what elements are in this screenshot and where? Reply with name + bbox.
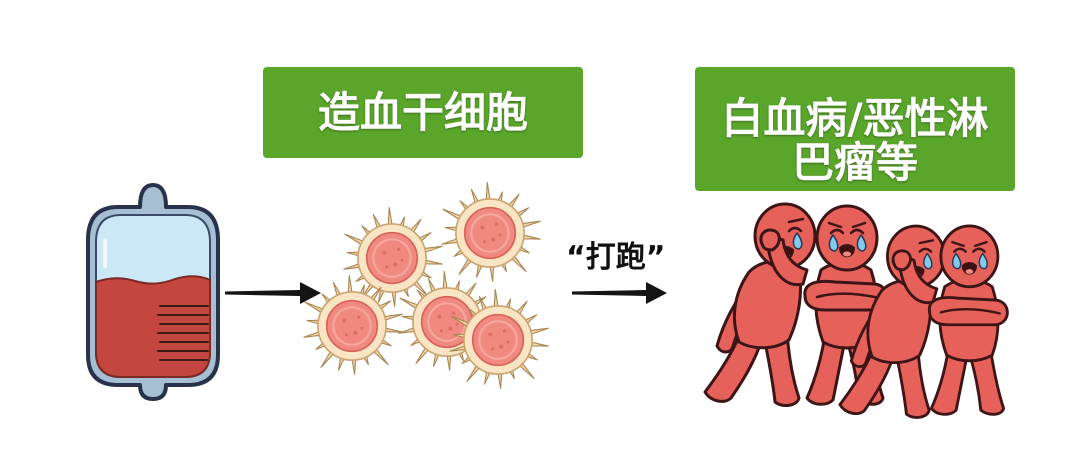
crying-figures-group: [703, 202, 1009, 419]
crying-figure-icon: [703, 202, 817, 407]
stem-cell-icon: [342, 206, 444, 308]
arrow-right-icon: [572, 282, 667, 304]
stem-cell-label-box: 造血干细胞: [263, 67, 583, 158]
stem-cell-icon: [440, 181, 542, 283]
arrow-right-icon: [225, 282, 321, 304]
stem-cell-cluster: [302, 181, 550, 390]
disease-label-box: 白血病/恶性淋 巴瘤等: [695, 67, 1015, 191]
stem-cell-label: 造血干细胞: [317, 88, 528, 137]
crying-figure-icon: [927, 224, 1009, 416]
action-label: “打跑”: [566, 240, 666, 275]
disease-label-line-2: 巴瘤等: [791, 138, 918, 187]
blood-bag-scale: [157, 305, 209, 361]
blood-fill: [95, 275, 211, 378]
blood-bag-icon: [86, 183, 220, 401]
disease-label-line-1: 白血病/恶性淋: [721, 94, 989, 143]
